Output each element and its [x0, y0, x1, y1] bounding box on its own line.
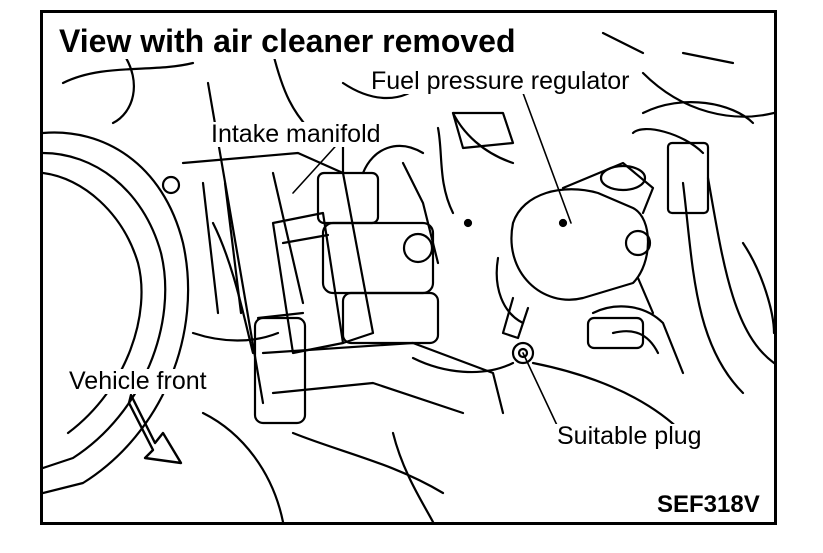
figure-code: SEF318V	[657, 491, 760, 518]
diagram-title: View with air cleaner removed	[59, 25, 520, 59]
lower-assembly-drawing	[201, 311, 685, 522]
label-vehicle-front: Vehicle front	[67, 367, 209, 395]
label-fuel-pressure-regulator: Fuel pressure regulator	[369, 67, 632, 95]
diagram-frame: View with air cleaner removed Fuel press…	[40, 10, 777, 525]
vehicle-front-arrow	[127, 393, 183, 465]
top-hoses-drawing	[61, 31, 774, 215]
label-intake-manifold: Intake manifold	[209, 120, 383, 148]
engine-line-drawing	[43, 31, 774, 522]
label-suitable-plug: Suitable plug	[555, 422, 704, 450]
injector-connector-drawing	[271, 141, 440, 355]
leader-lines	[292, 92, 572, 439]
fuel-hoses-drawing	[586, 101, 774, 395]
